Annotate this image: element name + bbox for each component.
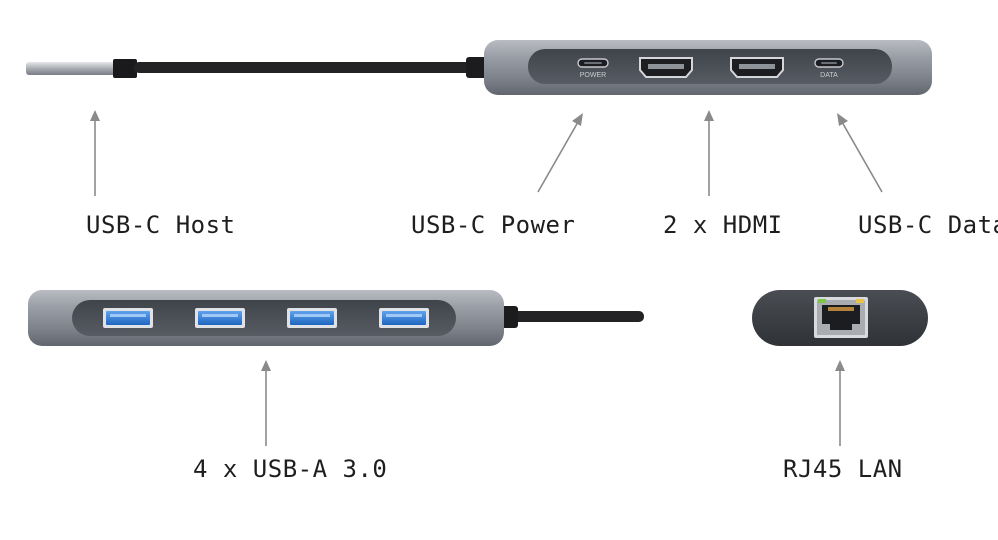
usb-a-hub-cable	[500, 311, 644, 322]
callout-rj45-lan: RJ45 LAN	[783, 455, 903, 483]
arrow-icon	[537, 113, 583, 193]
usb-c-host-cable	[134, 62, 474, 73]
usb-c-host-plug-collar	[113, 59, 137, 78]
callout-hdmi: 2 x HDMI	[663, 211, 783, 239]
usb-c-port-icon	[814, 58, 844, 68]
callout-arrows	[90, 110, 883, 446]
callout-usb-c-power: USB-C Power	[411, 211, 576, 239]
usb-a-hub	[28, 290, 644, 346]
usb-a-port-icon	[103, 308, 153, 328]
usb-a-port-icon	[195, 308, 245, 328]
hdmi-port-icon	[639, 57, 693, 78]
hdmi-port-icon	[730, 57, 784, 78]
usb-c-host-plug	[26, 62, 116, 75]
rj45-port-icon	[814, 297, 868, 338]
usb-a-port-icon	[287, 308, 337, 328]
usb-a-port-icon	[379, 308, 429, 328]
usb-a-hub-port-panel	[72, 300, 456, 336]
arrow-icon	[835, 360, 845, 446]
arrow-icon	[704, 110, 714, 196]
data-port-label: DATA	[820, 72, 838, 79]
rj45-end-cap	[752, 290, 928, 346]
power-port-label: POWER	[580, 72, 606, 79]
arrow-icon	[837, 113, 883, 193]
callout-usb-c-host: USB-C Host	[86, 211, 236, 239]
arrow-icon	[90, 110, 100, 196]
top-hub: POWER DATA	[26, 40, 932, 95]
top-hub-port-panel	[528, 49, 892, 84]
callout-usb-a: 4 x USB-A 3.0	[193, 455, 388, 483]
arrow-icon	[261, 360, 271, 446]
callout-usb-c-data: USB-C Data	[858, 211, 998, 239]
usb-c-port-icon	[577, 58, 609, 68]
